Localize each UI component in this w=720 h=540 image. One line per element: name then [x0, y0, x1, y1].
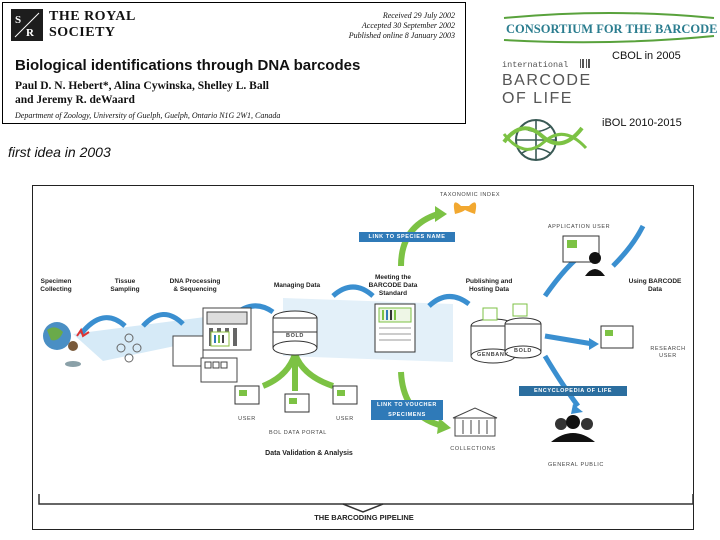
publisher-name: THE ROYAL SOCIETY [49, 9, 136, 40]
arrow-to-using [611, 224, 646, 268]
pipeline-graphics [38, 202, 694, 513]
flow-band-left [73, 316, 223, 361]
paper-authors: Paul D. N. Hebert*, Alina Cywinska, Shel… [15, 80, 269, 106]
ibol-text-barcode: BARCODE [502, 72, 592, 89]
collections-label: COLLECTIONS [450, 446, 496, 452]
svg-text:S: S [15, 14, 21, 26]
arrow-meeting-publishing [427, 294, 471, 308]
general-public-label: GENERAL PUBLIC [548, 462, 604, 468]
arrow-tissue-dna [141, 312, 185, 328]
cbol-logo: CONSORTIUM FOR THE BARCODE OF LIFE [500, 6, 720, 46]
svg-text:R: R [26, 27, 35, 39]
stage-dna-processing: DNA Processing & Sequencing [169, 278, 221, 293]
royal-society-logo: S R [11, 9, 43, 41]
ibol-globe-icon [502, 112, 596, 170]
paper-affiliation: Department of Zoology, University of Gue… [15, 111, 281, 120]
arrow-to-user-left [261, 352, 298, 389]
bol-portal-label: BOL DATA PORTAL [269, 430, 327, 436]
research-user-icon [600, 325, 634, 349]
bold-label: BOLD [286, 333, 304, 339]
barcoding-pipeline-diagram: Specimen Collecting Tissue Sampling DNA … [32, 185, 694, 530]
paper-title: Biological identifications through DNA b… [15, 57, 361, 74]
application-user-label: APPLICATION USER [547, 224, 611, 230]
arrow-managing-meeting [331, 284, 375, 298]
stage-specimen-collecting: Specimen Collecting [40, 278, 72, 293]
cbol-caption: CBOL in 2005 [612, 50, 681, 62]
ibol-caption: iBOL 2010-2015 [602, 117, 682, 129]
ibol-text-international: international [502, 60, 568, 70]
data-validation-label: Data Validation & Analysis [265, 450, 353, 457]
bold-label-2: BOLD [514, 348, 532, 354]
paper-header: S R THE ROYAL SOCIETY Received 29 July 2… [2, 2, 466, 124]
arrow-to-public [542, 354, 581, 408]
stage-tissue-sampling: Tissue Sampling [110, 278, 140, 293]
arrow-to-user-right [292, 352, 334, 389]
link-to-voucher-tag: LINK TO VOUCHER SPECIMENS [371, 400, 443, 420]
paper-dates: Received 29 July 2002 Accepted 30 Septem… [348, 11, 455, 40]
collections-building-icon [452, 407, 498, 419]
stage-meeting-standard: Meeting the BARCODE Data Standard [368, 274, 418, 297]
taxonomic-index-label: TAXONOMIC INDEX [439, 192, 501, 198]
stage-managing-data: Managing Data [273, 282, 321, 289]
ibol-text-of-life: OF LIFE [502, 90, 573, 107]
genbank-label: GENBANK [476, 352, 509, 358]
first-idea-caption: first idea in 2003 [8, 144, 111, 160]
research-user-label: RESEARCH USER [650, 346, 686, 359]
pipeline-title: THE BARCODING PIPELINE [314, 513, 414, 522]
general-public-icon [555, 418, 567, 430]
arrow-to-research [544, 333, 594, 347]
user-label-right: USER [336, 416, 354, 422]
pipeline-bracket [38, 494, 694, 505]
user-label-left: USER [238, 416, 256, 422]
stage-publishing-hosting: Publishing and Hosting Data [465, 278, 513, 293]
stage-using-barcode: Using BARCODE Data [628, 278, 682, 293]
cbol-logo-text: CONSORTIUM FOR THE BARCODE OF LIFE [506, 22, 718, 36]
ibol-logo: international BARCODE OF LIFE [502, 58, 602, 108]
link-to-species-tag: LINK TO SPECIES NAME [359, 232, 455, 242]
butterfly-icon [453, 202, 477, 214]
encyclopedia-of-life-tag: ENCYCLOPEDIA OF LIFE [519, 386, 627, 396]
arrow-specimen-tissue [79, 315, 127, 336]
